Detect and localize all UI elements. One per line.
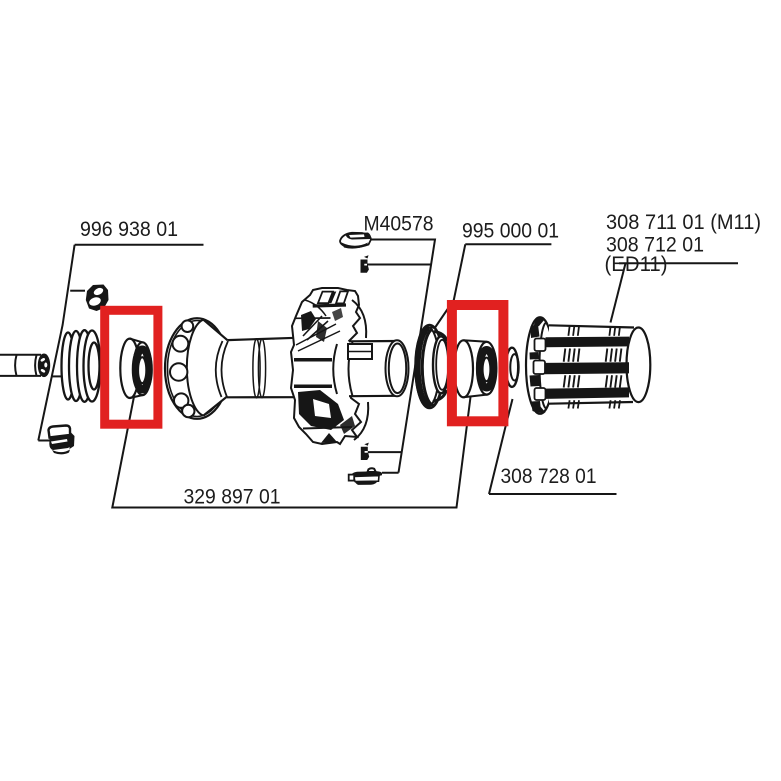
svg-text:308 712 01: 308 712 01 (606, 233, 704, 257)
svg-text:308 711 01 (M11): 308 711 01 (M11) (606, 210, 761, 234)
svg-text:329 897 01: 329 897 01 (184, 485, 281, 509)
svg-text:996 938 01: 996 938 01 (80, 217, 178, 241)
svg-text:308 728 01: 308 728 01 (501, 464, 597, 488)
svg-text:995 000 01: 995 000 01 (462, 219, 559, 243)
svg-text:M40578: M40578 (364, 212, 434, 236)
svg-text:(ED11): (ED11) (605, 252, 668, 276)
